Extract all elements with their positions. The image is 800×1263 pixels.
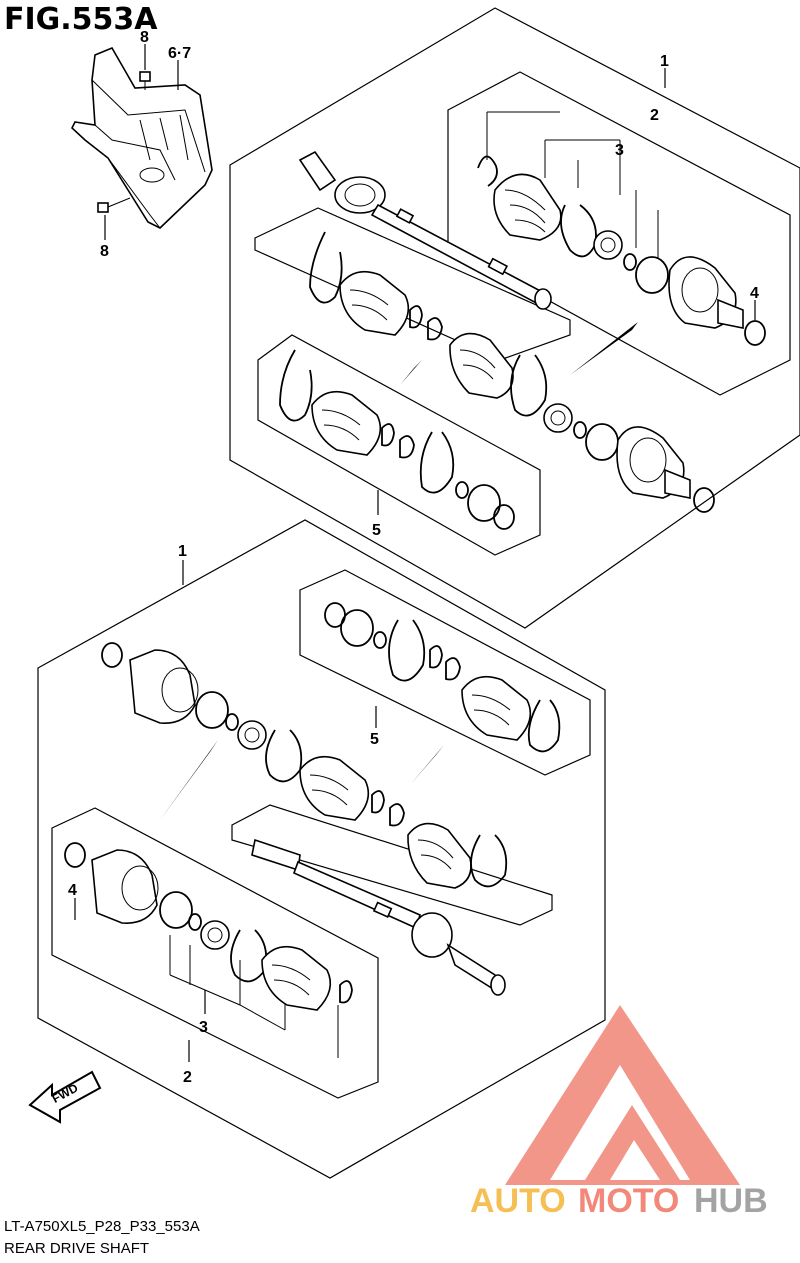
callout-bolt-upper: 8 — [140, 29, 149, 46]
figure-code: LT-A750XL5_P28_P33_553A — [4, 1218, 200, 1235]
callout-top-outer-boot: 3 — [615, 142, 624, 159]
callout-top-circlip: 4 — [750, 285, 759, 302]
figure-name: REAR DRIVE SHAFT — [4, 1240, 150, 1257]
callout-bottom-circlip: 4 — [68, 882, 77, 899]
bolt-upper — [139, 71, 151, 90]
top-inner-boot-frame-b — [257, 334, 541, 556]
figure-title: FIG.553A — [4, 2, 158, 37]
callout-top-inner-boot: 5 — [372, 522, 381, 539]
top-shaft-frame — [229, 7, 800, 629]
callout-top-shaft: 1 — [660, 53, 669, 70]
callout-bolt-lower: 8 — [100, 243, 109, 260]
callout-bottom-outer-joint: 2 — [183, 1069, 192, 1086]
callout-guard: 6·7 — [168, 45, 191, 62]
callout-bottom-outer-boot: 3 — [199, 1019, 208, 1036]
bottom-inner-boot-parts — [324, 602, 561, 753]
bottom-outer-boot-parts — [64, 842, 353, 1011]
top-outer-joint-frame — [447, 71, 791, 396]
watermark-brand-auto: AUTO — [470, 1182, 566, 1220]
top-inner-boot-frame-a — [254, 207, 571, 361]
bottom-shaft-frame — [37, 519, 606, 1179]
bottom-drive-shaft — [251, 838, 506, 996]
bottom-outer-joint-frame — [51, 807, 379, 1099]
watermark-brand-moto: MOTO — [578, 1182, 679, 1220]
rear-guard-assembly — [71, 44, 213, 240]
watermark-logo: AUTO MOTO HUB — [470, 1005, 768, 1220]
top-outer-boot-parts — [477, 155, 766, 346]
watermark-triangle-icon — [505, 1005, 740, 1185]
callout-bottom-inner-boot: 5 — [370, 731, 379, 748]
top-inner-boot-parts — [279, 231, 715, 530]
bottom-shaft-band — [231, 804, 553, 926]
bottom-inner-boot-frame — [299, 569, 591, 776]
top-drive-shaft — [298, 150, 552, 310]
bolt-lower — [97, 197, 131, 213]
callout-top-outer-joint: 2 — [650, 107, 659, 124]
callout-bottom-shaft: 1 — [178, 543, 187, 560]
fwd-direction-arrow-icon: FWD — [28, 1070, 102, 1124]
watermark-brand-hub: HUB — [694, 1182, 768, 1220]
bottom-middle-joint-parts — [101, 642, 508, 889]
